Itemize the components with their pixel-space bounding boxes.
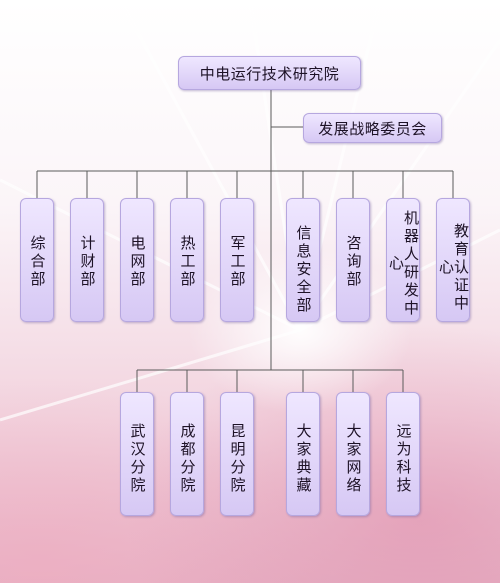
branch-node: 成都分院 [170,392,204,516]
department-node: 咨询部 [336,198,370,322]
department-label: 综合部 [28,235,47,289]
branch-node: 武汉分院 [120,392,154,516]
branch-label: 大家典藏 [294,423,313,495]
department-node: 机器人研发中心 [386,198,420,322]
branch-label: 成都分院 [178,423,197,495]
department-node: 热工部 [170,198,204,322]
department-node: 综合部 [20,198,54,322]
department-node: 信息安全部 [286,198,320,322]
branch-node: 大家典藏 [286,392,320,516]
root-node: 中电运行技术研究院 [178,56,361,90]
branch-label: 大家网络 [344,423,363,495]
committee-node-label: 发展战略委员会 [318,119,427,138]
department-label: 军工部 [228,235,247,289]
department-label: 教育认证中心 [437,222,470,313]
branch-label: 远为科技 [394,423,413,495]
department-label: 信息安全部 [294,225,313,315]
department-node: 军工部 [220,198,254,322]
department-label: 热工部 [178,235,197,289]
department-label: 电网部 [128,235,147,289]
department-node: 教育认证中心 [436,198,470,322]
committee-node: 发展战略委员会 [303,113,442,143]
branch-node: 大家网络 [336,392,370,516]
branch-label: 昆明分院 [228,423,247,495]
branch-node: 远为科技 [386,392,420,516]
department-label: 计财部 [78,235,97,289]
department-label: 机器人研发中心 [387,210,420,318]
root-node-label: 中电运行技术研究院 [199,64,340,83]
department-node: 计财部 [70,198,104,322]
branch-label: 武汉分院 [128,423,147,495]
department-node: 电网部 [120,198,154,322]
branch-node: 昆明分院 [220,392,254,516]
department-label: 咨询部 [344,235,363,289]
